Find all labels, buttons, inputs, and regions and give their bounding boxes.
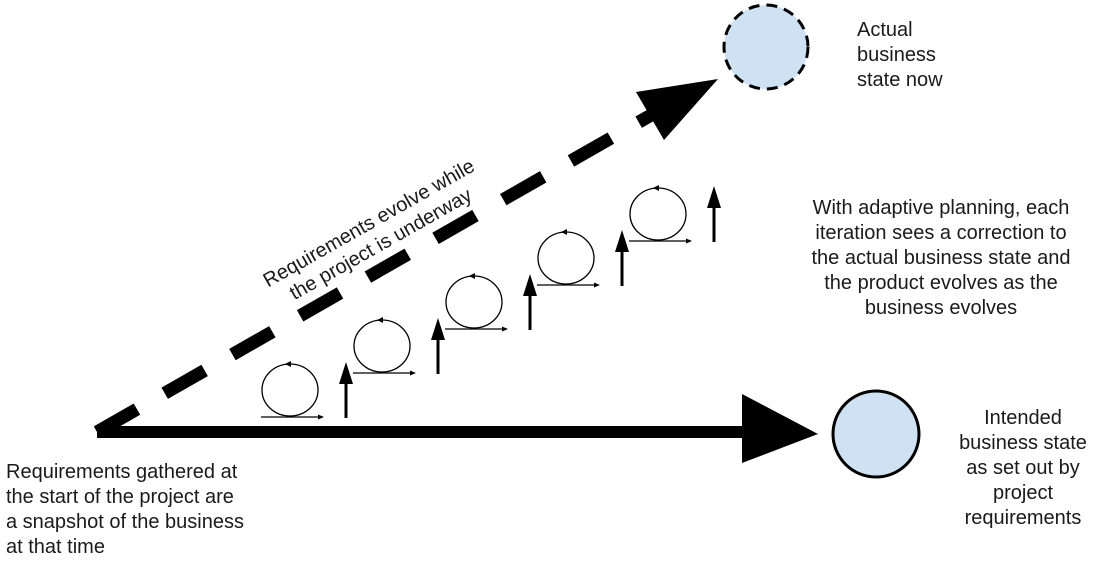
iteration-5: [629, 185, 721, 244]
cycle-direction-icon: [469, 273, 475, 279]
requirements-evolve-line: [93, 104, 664, 438]
up-arrow-icon: [339, 362, 353, 384]
fixed-requirements-arrowhead: [742, 394, 818, 463]
intended-state-node: [831, 389, 921, 479]
progress-arrowhead-icon: [318, 414, 324, 420]
iteration-4: [537, 229, 629, 288]
iteration-3: [445, 273, 537, 332]
cycle-direction-icon: [285, 361, 291, 367]
progress-arrowhead-icon: [594, 282, 600, 288]
up-arrow-icon: [707, 186, 721, 208]
start-requirements-note: Requirements gathered at the start of th…: [6, 461, 244, 558]
cycle-direction-icon: [653, 185, 659, 191]
up-arrow-icon: [615, 230, 629, 252]
progress-arrowhead-icon: [686, 238, 692, 244]
iterations-group: [261, 185, 721, 420]
cycle-direction-icon: [561, 229, 567, 235]
fixed-requirements-arrow: [97, 394, 818, 463]
progress-arrowhead-icon: [410, 370, 416, 376]
iteration-cycle-icon: [629, 187, 687, 241]
actual-state-node: [722, 3, 810, 91]
progress-arrowhead-icon: [502, 326, 508, 332]
up-arrow-icon: [523, 274, 537, 296]
requirements-evolve-arrow: [93, 79, 718, 438]
iteration-1: [261, 361, 353, 420]
adaptive-planning-note: With adaptive planning, each iteration s…: [811, 197, 1071, 319]
cycle-direction-icon: [377, 317, 383, 323]
iteration-cycle-icon: [353, 319, 411, 373]
intended-state-label: Intended business state as set out by pr…: [959, 407, 1087, 529]
iteration-cycle-icon: [445, 275, 503, 329]
requirements-evolve-arrowhead: [636, 79, 718, 140]
iteration-cycle-icon: [261, 363, 319, 417]
iteration-cycle-icon: [537, 231, 595, 285]
up-arrow-icon: [431, 318, 445, 340]
actual-state-label: Actual business state now: [857, 19, 943, 91]
iteration-2: [353, 317, 445, 376]
